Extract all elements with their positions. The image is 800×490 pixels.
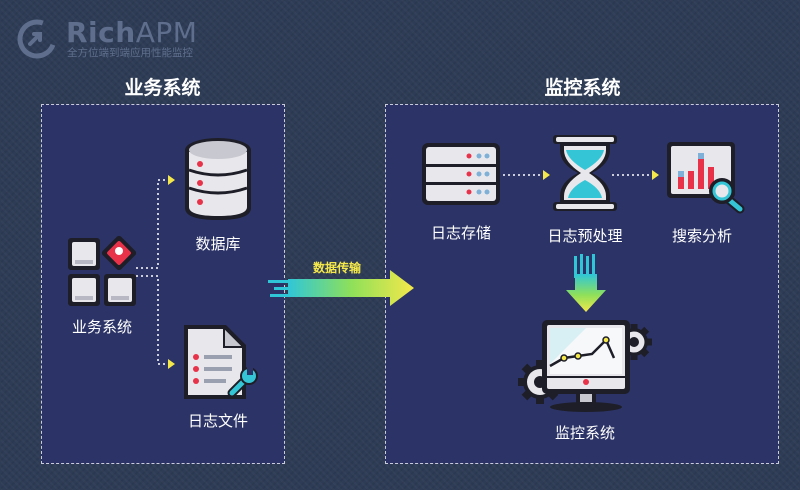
brand-name: RichAPM (66, 16, 197, 49)
search-analysis-label: 搜索分析 (671, 227, 733, 245)
monitor-system-label: 监控系统 (554, 424, 616, 442)
down-arrow (566, 254, 606, 312)
business-system-label: 业务系统 (71, 318, 133, 336)
preprocess-label: 日志预处理 (547, 227, 623, 245)
data-transfer-arrow (268, 270, 414, 306)
document-wrench-icon (184, 325, 258, 399)
data-transfer-label: 数据传输 (312, 261, 362, 275)
log-file-label: 日志文件 (187, 412, 249, 430)
brand-tagline: 全方位端到端应用性能监控 (67, 47, 193, 59)
business-section-title: 业务系统 (124, 77, 201, 99)
brand-logo: RichAPM 全方位端到端应用性能监控 (16, 16, 216, 62)
database-icon (185, 138, 251, 220)
app-grid-icon (68, 235, 137, 306)
richapm-logo-icon (17, 19, 57, 59)
log-storage-label: 日志存储 (430, 224, 492, 242)
database-label: 数据库 (195, 235, 241, 253)
brand-name-rich: Rich (66, 16, 136, 49)
chart-search-icon (667, 142, 745, 214)
monitor-gears-icon (518, 320, 652, 412)
brand-name-apm: APM (135, 16, 198, 49)
monitor-section-title: 监控系统 (544, 77, 621, 99)
server-icon (422, 143, 500, 205)
hourglass-icon (553, 135, 617, 211)
